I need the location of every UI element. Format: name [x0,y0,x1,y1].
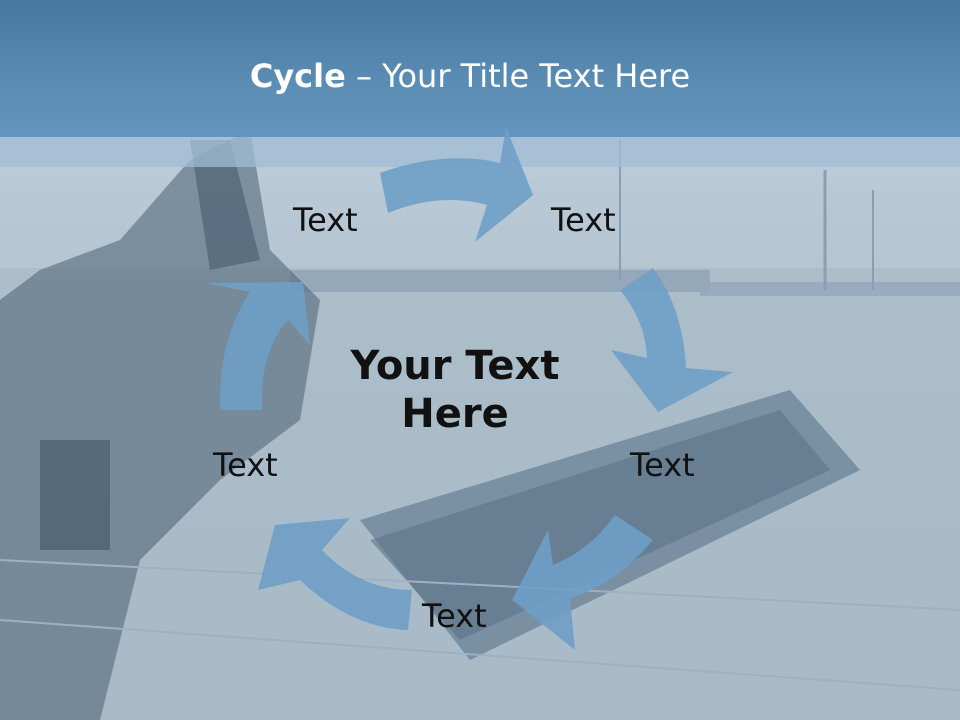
center-text-line-2: Here [401,391,509,437]
slide-title: Cycle – Your Title Text Here [0,56,940,96]
cycle-label-1: Text [293,201,358,239]
cycle-label-2: Text [551,201,616,239]
cycle-arrow-3 [512,515,653,650]
cycle-label-3: Text [630,446,695,484]
cycle-label-4: Text [422,597,487,635]
cycle-arrow-4 [258,518,412,630]
slide-title-rest: – Your Title Text Here [345,57,691,95]
center-text-line-1: Your Text [350,343,560,389]
cycle-arrow-2 [611,268,733,412]
slide-title-bold: Cycle [249,57,346,95]
cycle-arrow-5 [205,282,310,410]
title-bar [0,0,960,137]
cycle-arrow-1 [380,127,533,242]
cycle-label-5: Text [213,446,278,484]
center-text: Your Text Here [330,342,580,438]
